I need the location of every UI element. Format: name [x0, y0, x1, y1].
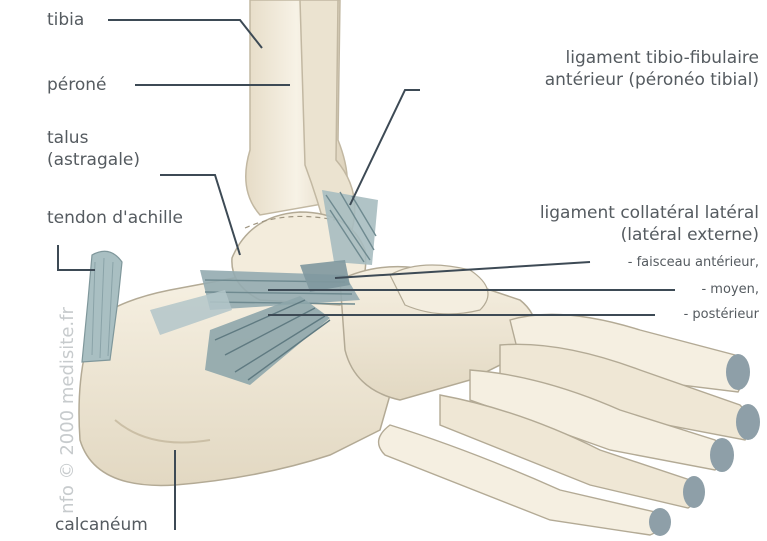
label-ligament-collateral-lateral: ligament collatéral latéral	[540, 203, 759, 224]
label-astragale: (astragale)	[47, 150, 140, 171]
label-lateral-externe: (latéral externe)	[621, 225, 759, 246]
leader-tibia	[108, 20, 262, 48]
label-tibia: tibia	[47, 10, 84, 31]
leader-tendon	[58, 245, 95, 270]
label-faisceau-anterieur: - faisceau antérieur,	[628, 255, 759, 271]
label-anterieur-peroneo-tibial: antérieur (péronéo tibial)	[545, 70, 759, 91]
label-tendon-achille: tendon d'achille	[47, 208, 183, 229]
label-calcaneum: calcanéum	[55, 515, 148, 536]
label-ligament-tibio-fibulaire: ligament tibio-fibulaire	[566, 48, 759, 69]
label-talus: talus	[47, 128, 88, 149]
copyright-watermark: nfo © 2000 medisite.fr	[57, 307, 78, 514]
label-perone: péroné	[47, 75, 107, 96]
leader-tibiofibular	[350, 90, 420, 205]
label-moyen: - moyen,	[701, 282, 759, 298]
label-posterieur: - postérieur	[684, 307, 759, 323]
